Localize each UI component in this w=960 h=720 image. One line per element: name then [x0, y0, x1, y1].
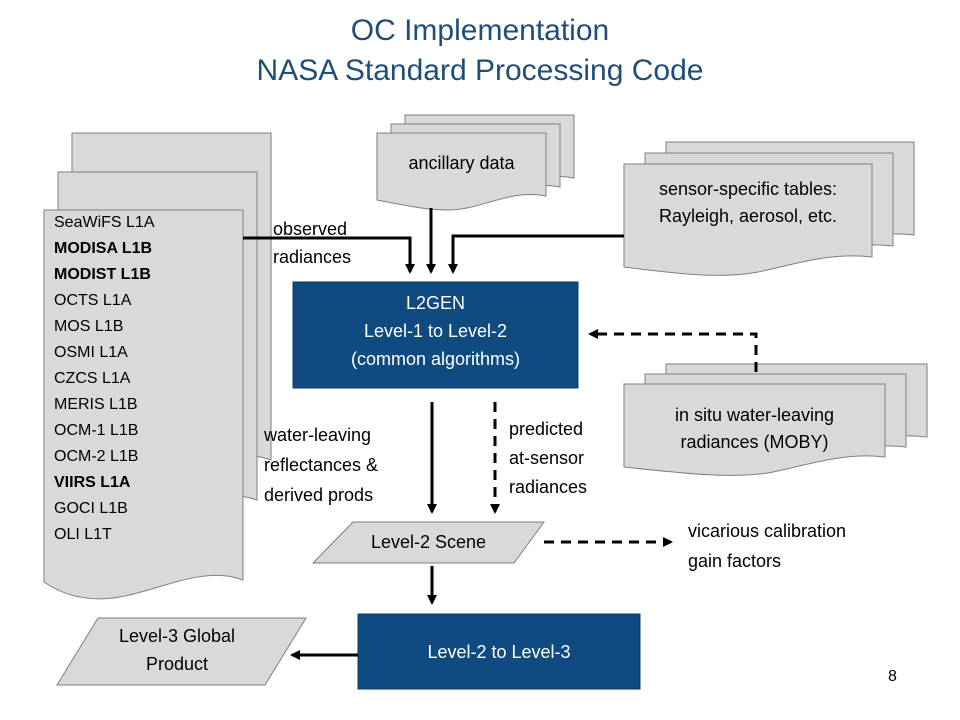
sensor-item: OCM-1 L1B	[54, 422, 139, 439]
water-leaving-line2: reflectances &	[264, 455, 379, 475]
sensor-item: GOCI L1B	[54, 500, 128, 517]
title-line-1: OC Implementation	[350, 14, 610, 47]
tables-docs-stack	[623, 141, 915, 276]
vicarious-line1: vicarious calibration	[688, 521, 847, 541]
observed-label-line2: radiances	[273, 247, 352, 267]
insitu-label-line1: in situ water-leaving	[674, 405, 835, 425]
l2gen-title: L2GEN	[405, 293, 466, 313]
level2-scene-shape	[311, 521, 545, 564]
insitu-doc-front	[623, 383, 886, 476]
sensor-item: VIIRS L1A	[54, 474, 131, 491]
l2-to-l3-box	[357, 613, 641, 690]
page-number: 8	[888, 668, 897, 685]
water-leaving-line1: water-leaving	[264, 425, 372, 445]
ancillary-doc-front	[376, 132, 547, 211]
sensor-item: OLI L1T	[54, 526, 112, 543]
sensor-item: SeaWiFS L1A	[54, 214, 155, 231]
predicted-line3: radiances	[509, 477, 588, 497]
predicted-line1: predicted	[509, 419, 584, 439]
insitu-docs-stack	[623, 363, 928, 476]
l2gen-box	[292, 281, 579, 389]
ancillary-docs-stack	[376, 114, 575, 211]
l2-to-l3-label: Level-2 to Level-3	[427, 642, 571, 662]
insitu-label-line2: radiances (MOBY)	[680, 432, 829, 452]
water-leaving-line3: derived prods	[264, 485, 374, 505]
sensor-doc-front	[43, 209, 244, 600]
vicarious-line2: gain factors	[688, 551, 782, 571]
tables-doc-front	[623, 163, 873, 276]
title-line-2: NASA Standard Processing Code	[256, 54, 704, 87]
sensor-item: MERIS L1B	[54, 396, 138, 413]
sensor-item: MODIST L1B	[54, 266, 151, 283]
sensor-item: OCTS L1A	[54, 292, 132, 309]
level3-label-line1: Level-3 Global	[118, 626, 236, 646]
arrow-tables-to-l2gen	[448, 234, 624, 274]
level3-shape	[56, 617, 307, 686]
ancillary-data-label: ancillary data	[408, 153, 515, 173]
tables-label-line1: sensor-specific tables:	[658, 179, 838, 199]
sensor-list: SeaWiFS L1A MODISA L1B MODIST L1B OCTS L1A M…	[54, 210, 154, 548]
sensor-item: OSMI L1A	[54, 344, 128, 361]
sensor-docs-stack	[43, 132, 272, 600]
level2-scene-label: Level-2 Scene	[370, 532, 487, 552]
sensor-item: OCM-2 L1B	[54, 448, 139, 465]
predicted-line2: at-sensor	[509, 448, 585, 468]
arrow-moby-to-l2gen	[588, 329, 758, 372]
sensor-item: MOS L1B	[54, 318, 124, 335]
l2gen-subtitle: Level-1 to Level-2	[363, 321, 508, 341]
tables-label-line2: Rayleigh, aerosol, etc.	[658, 206, 838, 226]
arrow-observed-to-l2gen	[243, 236, 415, 274]
l2gen-description: (common algorithms)	[350, 349, 521, 369]
level3-label-line2: Product	[145, 654, 209, 674]
sensor-item: MODISA L1B	[54, 240, 153, 257]
sensor-item: CZCS L1A	[54, 370, 131, 387]
observed-label-line1: observed	[273, 219, 348, 239]
